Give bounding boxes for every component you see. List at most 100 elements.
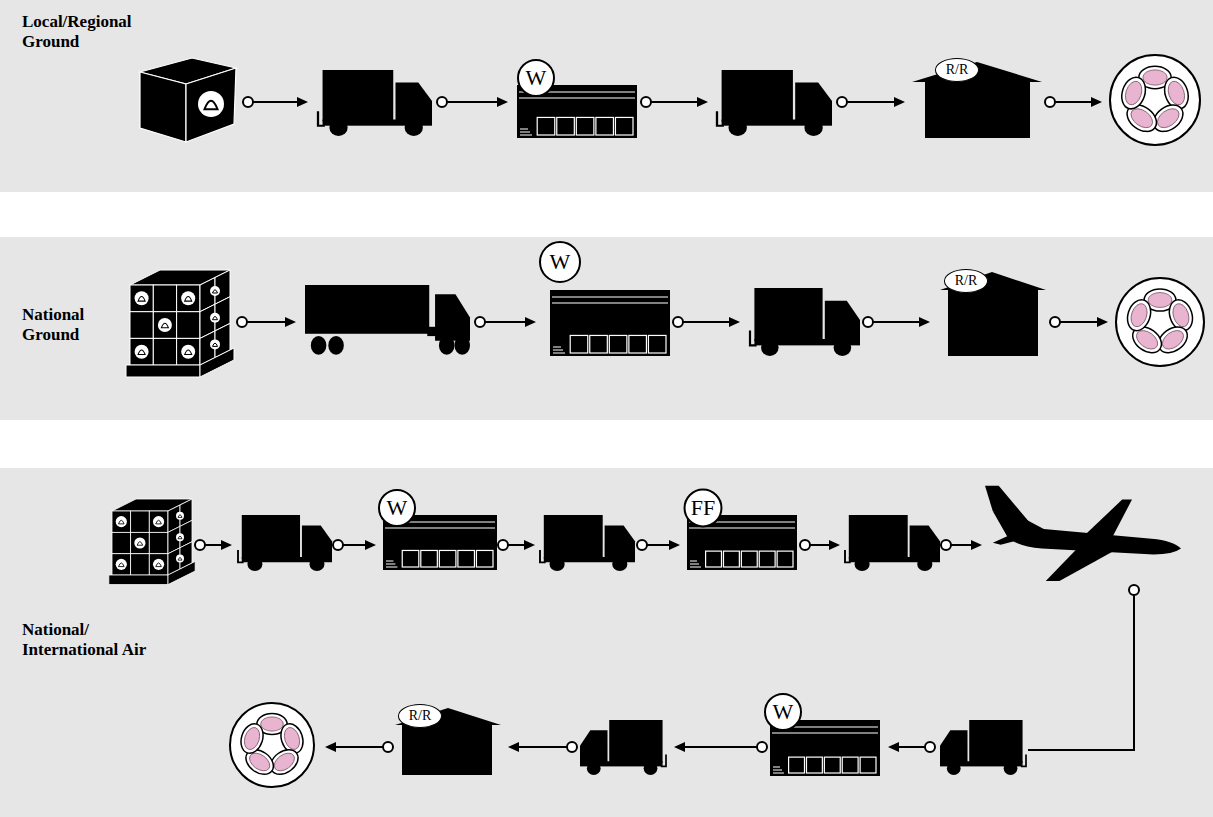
logo-shell xyxy=(178,515,182,518)
logo-disc xyxy=(116,516,127,527)
roof-stripe xyxy=(552,296,668,297)
arrow-tail-dot xyxy=(757,742,767,752)
arrow-head xyxy=(894,97,905,107)
semi-wheel xyxy=(439,336,455,355)
stair-step xyxy=(553,347,561,348)
band-ground xyxy=(0,237,1213,420)
plane-engine xyxy=(1077,553,1097,563)
pallet-carton xyxy=(153,338,176,365)
stair-step xyxy=(553,353,565,354)
truck-wheel xyxy=(1004,761,1018,775)
arrow-tail-dot xyxy=(925,742,935,752)
flow-arrow xyxy=(333,540,376,550)
pallet-base xyxy=(109,575,168,585)
loading-door xyxy=(723,551,739,567)
arrow-head xyxy=(971,540,982,550)
stair-step xyxy=(690,564,699,565)
logo-disc xyxy=(134,537,145,548)
logo-disc xyxy=(116,559,127,570)
flow-arrow xyxy=(863,317,930,327)
loading-door xyxy=(439,550,456,567)
loading-door xyxy=(789,757,805,773)
arrow-head xyxy=(1091,97,1102,107)
box-truck xyxy=(238,515,332,571)
pallet-carton xyxy=(112,532,131,553)
logo-disc xyxy=(198,91,224,117)
house-body xyxy=(948,290,1038,356)
loading-door xyxy=(777,551,793,567)
logo-shell xyxy=(137,542,143,546)
flow-arrow xyxy=(673,317,740,327)
arrow-shaft xyxy=(334,746,383,748)
loading-door xyxy=(629,335,647,353)
logo-disc xyxy=(176,533,184,541)
loading-door xyxy=(421,550,438,567)
retail-store-label: R/R xyxy=(935,58,980,82)
pallet-carton xyxy=(112,554,131,575)
flow-arrow xyxy=(475,317,536,327)
arrow-shaft xyxy=(647,544,671,546)
logo-shell xyxy=(205,101,218,109)
pallet-carton xyxy=(130,285,153,312)
pallet-carton xyxy=(130,312,153,339)
pallet-base-side xyxy=(168,561,195,584)
flow-arrow xyxy=(637,540,680,550)
flow-arrow xyxy=(641,97,708,107)
loading-door xyxy=(615,117,633,135)
arrow-tail-dot xyxy=(637,540,647,550)
route-band-label: National Ground xyxy=(22,305,102,344)
plate-rim xyxy=(1116,278,1204,366)
roof-stripe xyxy=(689,527,795,528)
loading-door xyxy=(860,757,876,773)
warehouse-label: W xyxy=(387,497,408,519)
plate-rim xyxy=(230,703,314,787)
arrow-tail-dot xyxy=(1045,97,1055,107)
logo-shell xyxy=(213,290,218,293)
warehouse: W xyxy=(517,58,637,138)
oyster-meat xyxy=(261,717,284,731)
pallet-carton xyxy=(149,554,168,575)
truck-cargo xyxy=(754,288,822,341)
arrow-shaft xyxy=(683,746,757,748)
logo-disc xyxy=(181,345,195,359)
box-truck xyxy=(845,515,940,571)
flow-arrow xyxy=(674,742,767,752)
arrow-head xyxy=(674,742,685,752)
stair-step xyxy=(773,770,782,771)
box-truck xyxy=(940,720,1026,775)
truck-wheel xyxy=(329,120,347,137)
arrow-tail-dot xyxy=(237,317,247,327)
oyster-plate xyxy=(1110,55,1200,145)
box-truck xyxy=(750,288,860,356)
pallet-carton xyxy=(131,511,150,532)
arrow-head xyxy=(297,97,308,107)
arrow-shaft xyxy=(247,321,287,323)
arrow-head xyxy=(1097,317,1108,327)
stair-step xyxy=(520,129,528,130)
arrow-tail-dot xyxy=(641,97,651,107)
truck-cab xyxy=(940,730,968,764)
arrow-head xyxy=(919,317,930,327)
oyster-shell xyxy=(237,721,266,756)
arrow-tail-dot xyxy=(195,540,205,550)
pallet-carton xyxy=(149,532,168,553)
air-to-ground-line xyxy=(1028,595,1134,750)
logo-disc xyxy=(135,291,149,305)
route-band: National GroundWR/R xyxy=(0,237,1213,420)
loading-door xyxy=(648,335,666,353)
pallet-carton xyxy=(131,532,150,553)
truck-cargo xyxy=(242,515,300,559)
house-body xyxy=(925,82,1030,138)
arrow-shaft xyxy=(1055,101,1093,103)
arrow-shaft xyxy=(951,544,973,546)
warehouse: W xyxy=(765,692,880,776)
arrow-tail-dot xyxy=(567,742,577,752)
route-band: National/ International AirWFFWR/R xyxy=(0,468,1213,817)
airplane xyxy=(985,486,1181,581)
roof-stripe xyxy=(552,302,668,303)
loading-door xyxy=(537,117,555,135)
loading-door xyxy=(402,550,419,567)
arrow-shaft xyxy=(253,101,299,103)
loading-door xyxy=(759,551,775,567)
